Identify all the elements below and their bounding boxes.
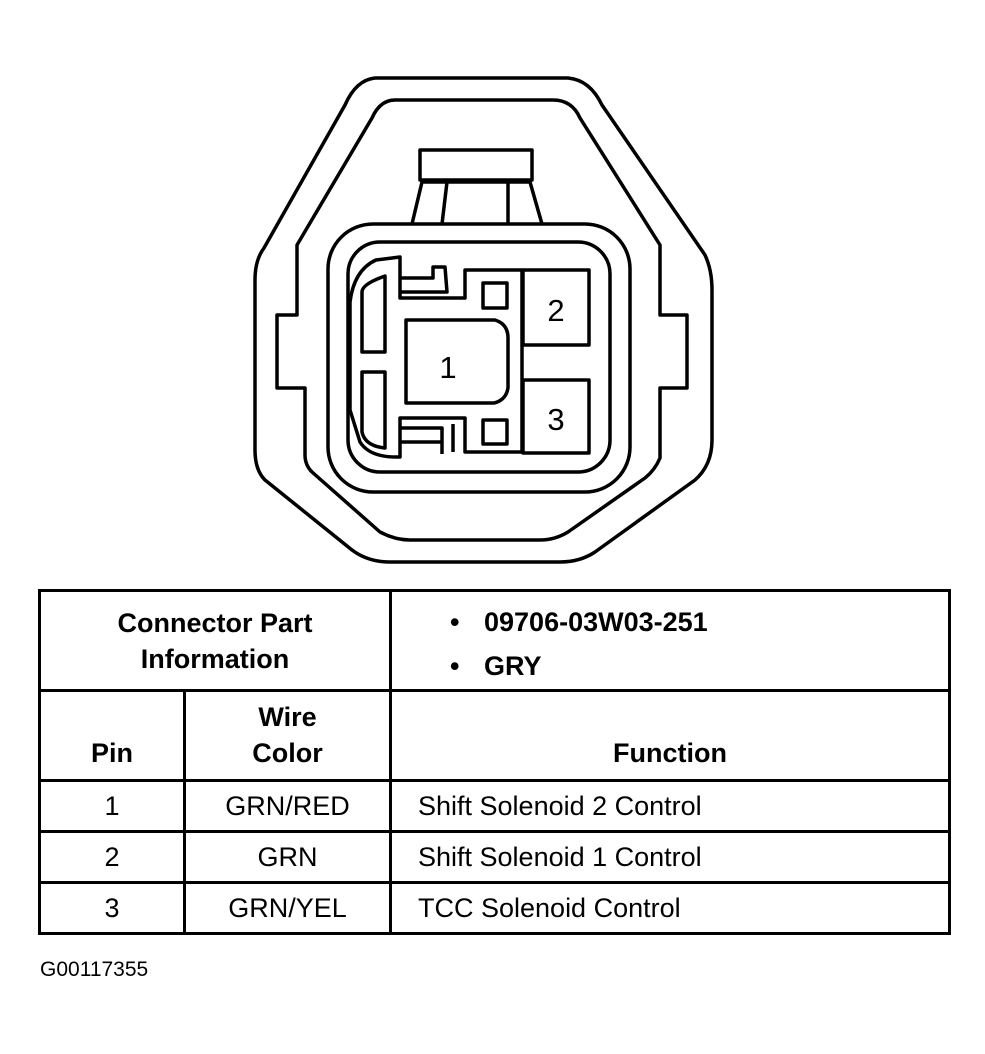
cavity-square-top (481, 281, 509, 310)
row-wire-color: GRN/RED (183, 779, 392, 833)
part-info-values: 09706-03W03-251 GRY (389, 589, 951, 692)
pin-1-cavity (404, 318, 510, 405)
part-info-row: Connector Part Information 09706-03W03-2… (38, 589, 951, 692)
latch-body (410, 180, 544, 225)
table-row: 2 GRN Shift Solenoid 1 Control (38, 830, 951, 884)
pin-3-label: 3 (547, 402, 564, 437)
left-rib-lower (360, 370, 387, 450)
connector-face-diagram: 1 2 3 (253, 76, 714, 564)
housing-inner (346, 240, 612, 474)
part-info-label-line1: Connector Part (117, 607, 313, 638)
connector-outer-shell (253, 76, 714, 564)
table-row: 3 GRN/YEL TCC Solenoid Control (38, 881, 951, 935)
row-pin: 2 (38, 830, 186, 884)
row-function: Shift Solenoid 2 Control (389, 779, 951, 833)
pin-1-label: 1 (439, 350, 456, 385)
row-pin: 3 (38, 881, 186, 935)
header-wire-color-line1: Wire (258, 702, 317, 732)
row-function: Shift Solenoid 1 Control (389, 830, 951, 884)
pin-2-label: 2 (547, 293, 564, 328)
connector-color: GRY (450, 644, 948, 688)
small-tab-top (400, 265, 449, 294)
row-pin: 1 (38, 779, 186, 833)
left-latch-arm (348, 255, 524, 459)
latch-top (418, 148, 534, 182)
pin-2-cavity (521, 268, 591, 347)
cavity-square-bottom (481, 418, 509, 446)
table-row: 1 GRN/RED Shift Solenoid 2 Control (38, 779, 951, 833)
header-row: Pin Wire Color Function (38, 689, 951, 782)
part-number: 09706-03W03-251 (450, 600, 948, 644)
header-wire-color: Wire Color (183, 689, 392, 782)
left-rib-upper (360, 274, 387, 354)
header-wire-color-line2: Color (252, 738, 323, 768)
header-pin: Pin (38, 689, 186, 782)
row-wire-color: GRN (183, 830, 392, 884)
row-wire-color: GRN/YEL (183, 881, 392, 935)
connector-pinout-table: Connector Part Information 09706-03W03-2… (38, 589, 951, 935)
row-function: TCC Solenoid Control (389, 881, 951, 935)
small-tab-bottom (400, 424, 455, 454)
pin-3-cavity (521, 378, 591, 455)
connector-inner-shell (275, 98, 689, 542)
part-info-label: Connector Part Information (38, 589, 392, 692)
housing-outer (326, 222, 632, 494)
header-function: Function (389, 689, 951, 782)
figure-id: G00117355 (40, 958, 149, 981)
part-info-label-line2: Information (140, 643, 290, 674)
